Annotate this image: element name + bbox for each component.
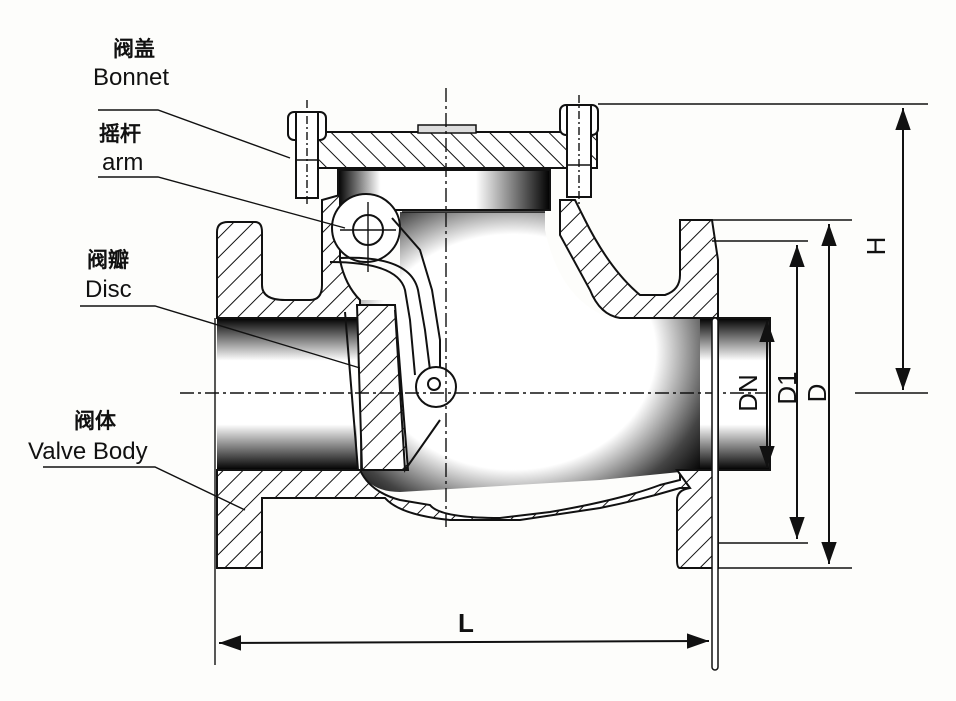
arm-bar-outer bbox=[329, 261, 416, 376]
label-bonnet-en: Bonnet bbox=[93, 64, 169, 91]
label-arm-en: arm bbox=[102, 149, 143, 176]
label-disc: 阀瓣 Disc bbox=[85, 248, 132, 303]
dimension-h: H bbox=[598, 103, 928, 394]
disc-face bbox=[355, 304, 410, 471]
lower-body-wall bbox=[216, 469, 701, 569]
label-body: 阀体 Valve Body bbox=[28, 409, 148, 465]
l-arrow bbox=[218, 633, 710, 651]
disc-nut-hole bbox=[427, 377, 441, 391]
body-chamber bbox=[360, 212, 700, 492]
valve-body bbox=[216, 193, 719, 569]
label-arm-cn: 摇杆 bbox=[99, 122, 141, 146]
left-bolt bbox=[287, 100, 327, 205]
arm-bar-mid bbox=[339, 256, 431, 371]
inlet-bore bbox=[217, 318, 357, 470]
label-disc-cn: 阀瓣 bbox=[87, 248, 129, 272]
bonnet-plate bbox=[296, 131, 598, 169]
label-bonnet: 阀盖 Bonnet bbox=[93, 37, 169, 91]
right-flange-lower bbox=[675, 469, 719, 569]
flow-passage bbox=[217, 169, 771, 492]
arm-bar-inner bbox=[391, 217, 441, 375]
right-flange-upper bbox=[559, 199, 719, 319]
label-body-en: Valve Body bbox=[28, 438, 148, 465]
left-flange-upper bbox=[216, 193, 361, 319]
arm-leader bbox=[98, 176, 346, 229]
d1-label: D1 bbox=[772, 371, 802, 404]
disc-seat bbox=[344, 311, 359, 471]
bonnet-leader bbox=[98, 109, 291, 159]
dimension-l: L bbox=[214, 317, 719, 671]
label-disc-en: Disc bbox=[85, 276, 132, 303]
disc-leader bbox=[80, 305, 361, 369]
h-label: H bbox=[861, 237, 891, 256]
disc bbox=[344, 304, 457, 473]
bonnet bbox=[287, 95, 599, 205]
dimension-dn: DN bbox=[733, 320, 775, 468]
dimension-d: D bbox=[712, 219, 852, 569]
l-extension-right bbox=[711, 317, 719, 671]
disc-back bbox=[394, 309, 441, 473]
bonnet-boss bbox=[417, 124, 477, 134]
dimension-d1: D1 bbox=[712, 240, 808, 544]
l-label: L bbox=[458, 608, 474, 638]
label-bonnet-cn: 阀盖 bbox=[113, 37, 155, 61]
label-arm: 摇杆 arm bbox=[99, 122, 143, 176]
label-body-cn: 阀体 bbox=[74, 409, 117, 433]
dn-label: DN bbox=[733, 374, 763, 412]
right-bolt bbox=[559, 95, 599, 205]
arm-assembly bbox=[329, 193, 545, 376]
d-label: D bbox=[802, 384, 832, 403]
